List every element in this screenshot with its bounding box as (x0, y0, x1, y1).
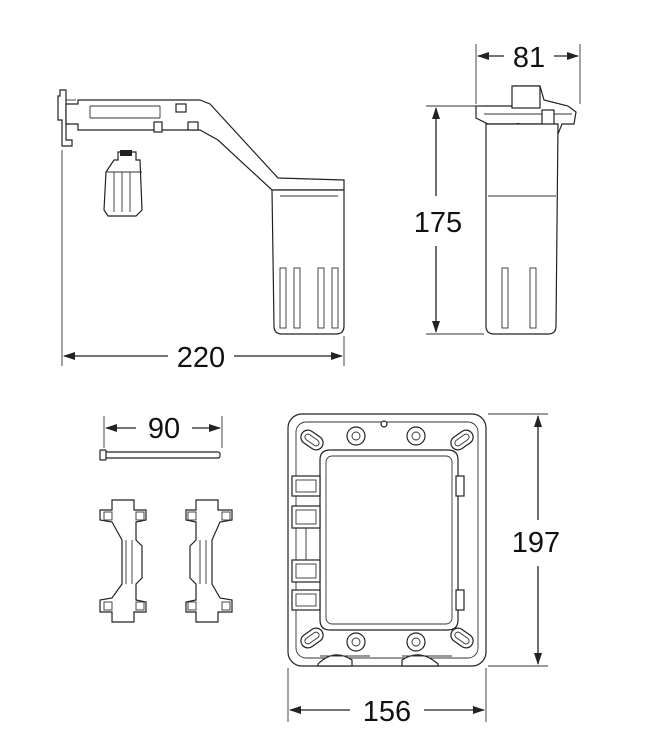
dimension-197: 197 (488, 413, 560, 667)
dimension-197-label: 197 (512, 527, 560, 559)
dimension-220-label: 220 (177, 342, 225, 374)
bracket-front-view (475, 85, 577, 335)
dimension-175: 175 (414, 105, 484, 335)
dimension-81-label: 81 (513, 42, 545, 74)
bracket-side-view (57, 89, 345, 335)
mounting-clip-right (185, 499, 233, 623)
threaded-rod (99, 449, 221, 461)
mounting-clip-left (99, 499, 147, 623)
dimension-90-label: 90 (148, 413, 180, 445)
dimension-81: 81 (475, 42, 581, 104)
dimension-156: 156 (287, 668, 487, 728)
dimension-175-label: 175 (414, 207, 462, 239)
dimension-156-label: 156 (363, 696, 411, 728)
dimension-220: 220 (61, 150, 345, 374)
mounting-frame (287, 413, 487, 667)
dimension-90: 90 (103, 413, 223, 448)
